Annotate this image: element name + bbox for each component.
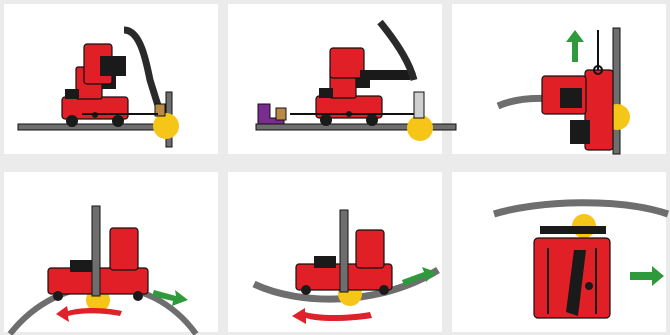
weld-arc-icon bbox=[407, 115, 433, 141]
wall-plate bbox=[613, 28, 620, 154]
weld-arc-icon bbox=[153, 113, 179, 139]
base-plate bbox=[18, 124, 170, 130]
panel-inner-pipe bbox=[228, 172, 442, 332]
